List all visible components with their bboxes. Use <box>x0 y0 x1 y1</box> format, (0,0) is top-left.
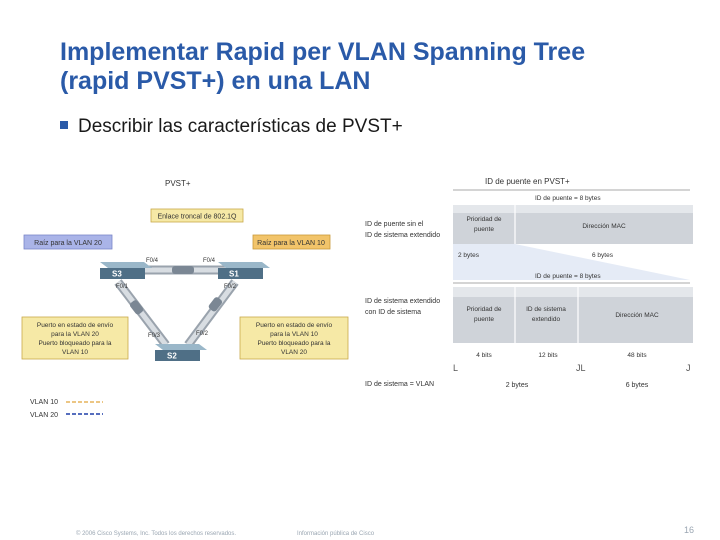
bridge-id-title: ID de puente en PVST+ <box>485 177 570 186</box>
new-mac-label: Dirección MAC <box>615 312 659 319</box>
new-side-line-2: con ID de sistema <box>365 309 421 316</box>
traffic-marker-left <box>129 300 144 315</box>
footer-info: Información pública de Cisco <box>297 531 375 537</box>
s1-box-line-3: Puerto bloqueado para la <box>257 340 330 347</box>
bottom-6bytes-label: 6 bytes <box>626 382 649 389</box>
bits-12-label: 12 bits <box>538 352 558 359</box>
sysid-vlan-label: ID de sistema = VLAN <box>365 381 434 388</box>
bullet-item: Describir las características de PVST+ <box>60 116 403 138</box>
old-priority-line-1: Prioridad de <box>466 216 501 223</box>
bridge-id-new-bar-highlight <box>453 287 693 297</box>
switch-s1-body <box>218 268 263 279</box>
trunk-label-text: Enlace troncal de 802.1Q <box>158 214 238 221</box>
switch-s2-label: S2 <box>167 352 177 361</box>
switch-s3-label: S3 <box>112 270 122 279</box>
switch-s2-body <box>155 350 200 361</box>
switch-s1[interactable]: S1 <box>218 262 270 279</box>
port-s3-f01: F0/1 <box>116 284 129 290</box>
bracket-right: J <box>686 363 691 373</box>
bullet-square-icon <box>60 121 68 129</box>
s1-box-line-2: para la VLAN 10 <box>270 331 318 338</box>
s1-box-line-1: Puerto en estado de envío <box>256 322 333 329</box>
root-vlan20-box <box>23 234 113 250</box>
bracket-mid: JL <box>576 363 586 373</box>
s1-box-line-4: VLAN 20 <box>281 349 307 356</box>
port-s3-f04: F0/4 <box>146 258 159 264</box>
root-vlan10-box <box>252 234 331 250</box>
page-number: 16 <box>683 525 694 535</box>
old-priority-line-2: puente <box>474 226 494 233</box>
bottom-2bytes-label: 2 bytes <box>506 382 529 389</box>
s3-box-line-2: para la VLAN 20 <box>51 331 99 338</box>
s3-box-line-1: Puerto en estado de envío <box>37 322 114 329</box>
bullet-text: Describir las características de PVST+ <box>78 116 403 137</box>
topology-label: PVST+ <box>165 179 191 188</box>
bits-4-label: 4 bits <box>476 352 492 359</box>
traffic-marker-top <box>172 266 194 274</box>
bridge-id-8bytes-label-bottom: ID de puente = 8 bytes <box>535 273 601 280</box>
switch-s1-label: S1 <box>229 270 239 279</box>
title-line-2: (rapid PVST+) en una LAN <box>60 67 371 95</box>
legend-vlan10-label: VLAN 10 <box>30 399 58 406</box>
port-s2-f02: F0/2 <box>196 331 209 337</box>
port-s1-f02: F0/2 <box>224 284 237 290</box>
bridge-id-expansion-wedge <box>453 244 690 280</box>
s3-box-line-3: Puerto bloqueado para la <box>38 340 111 347</box>
link-s1-s2-highlight <box>185 280 238 347</box>
old-side-line-1: ID de puente sin el <box>365 221 424 228</box>
footer-copyright: © 2006 Cisco Systems, Inc. Todos los der… <box>76 530 236 537</box>
title-line-1: Implementar Rapid per VLAN Spanning Tree <box>60 38 586 66</box>
root-vlan20-text: Raíz para la VLAN 20 <box>34 240 102 247</box>
legend-vlan20-label: VLAN 20 <box>30 412 58 419</box>
switch-s3-top <box>100 262 152 268</box>
old-6bytes-label: 6 bytes <box>592 252 614 259</box>
switch-s2-top <box>155 344 207 350</box>
bits-48-label: 48 bits <box>627 352 647 359</box>
bridge-id-old-bar-highlight <box>453 205 693 213</box>
old-mac-label: Dirección MAC <box>582 223 626 230</box>
traffic-marker-right <box>208 297 223 312</box>
bracket-left: L <box>453 363 458 373</box>
new-priority-line-1: Prioridad de <box>466 306 501 313</box>
slide-title: Implementar Rapid per VLAN Spanning Tree… <box>60 38 700 96</box>
old-side-line-2: ID de sistema extendido <box>365 232 440 239</box>
s1-port-state-box <box>239 316 349 360</box>
port-s2-f03: F0/3 <box>148 333 161 339</box>
trunk-label-box <box>150 208 244 223</box>
s3-port-state-box <box>21 316 129 360</box>
old-2bytes-label: 2 bytes <box>458 252 480 259</box>
switch-s1-top <box>218 262 270 268</box>
switch-s2[interactable]: S2 <box>155 344 207 361</box>
new-priority-line-2: puente <box>474 316 494 323</box>
switch-s3-body <box>100 268 145 279</box>
s3-box-line-4: VLAN 10 <box>62 349 88 356</box>
bridge-id-8bytes-label-top: ID de puente = 8 bytes <box>535 195 601 202</box>
switch-s3[interactable]: S3 <box>100 262 152 279</box>
link-s3-s2-highlight <box>116 280 168 347</box>
new-extid-line-2: extendido <box>532 316 561 323</box>
port-s1-f04: F0/4 <box>203 258 216 264</box>
new-extid-line-1: ID de sistema <box>526 306 566 313</box>
new-side-line-1: ID de sistema extendido <box>365 298 440 305</box>
root-vlan10-text: Raíz para la VLAN 10 <box>257 240 325 247</box>
